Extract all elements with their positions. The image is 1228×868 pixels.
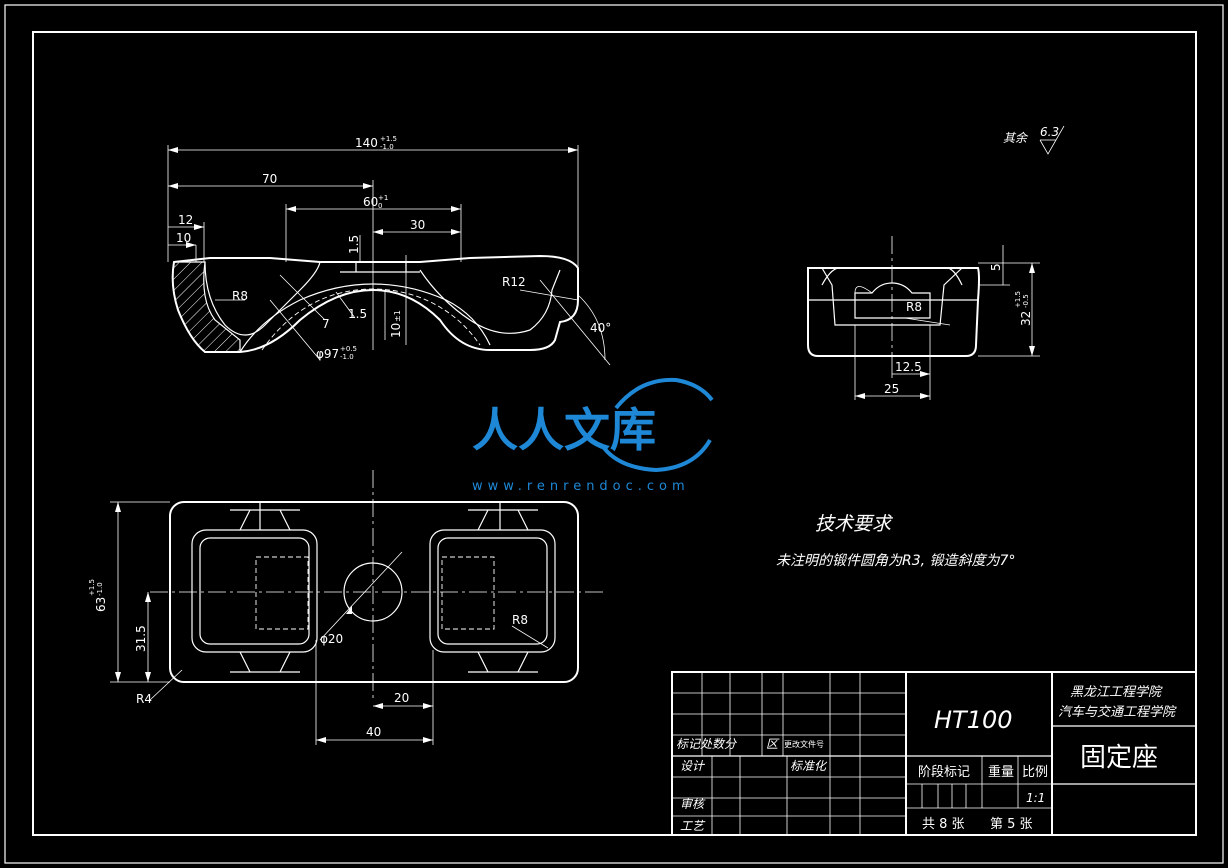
top-r4: R4 [136,692,152,706]
side-dim-32-tol-bot: -0.5 [1022,294,1030,308]
stage-mark-label: 阶段标记 [918,765,970,780]
row-mark-zone: 区 [766,737,780,751]
school-line2: 汽车与交通工程学院 [1058,704,1177,720]
top-dim-31-5: 31.5 [134,625,148,652]
dim-1-5-mid: 1.5 [348,307,367,321]
dim-60-tol-top: +1 [378,194,388,202]
dia-97-tol-top: +0.5 [340,345,357,353]
part-name: 固定座 [1080,743,1158,773]
tech-req-title: 技术要求 [815,513,894,535]
top-dim-20: 20 [394,691,409,705]
watermark: 人人文库 www.renrendoc.com [472,377,714,494]
sheet-count: 共 8 张 [922,817,965,832]
front-r8: R8 [232,289,248,303]
standard-label: 标准化 [790,759,828,773]
dim-10-vert-tol: ±1 [393,310,402,322]
top-r8: R8 [512,613,528,627]
scale-label: 比例 [1022,765,1048,780]
review-label: 审核 [680,797,706,811]
front-angle-40: 40° [590,321,611,335]
school-line1: 黑龙江工程学院 [1070,684,1163,700]
side-dim-32-tol-top: +1.5 [1014,291,1022,308]
dim-10: 10 [176,231,191,245]
top-view [110,470,605,745]
watermark-text: 人人文库 [472,403,656,457]
top-dim-63-tol-bot: -1.0 [96,582,104,596]
top-dia-20: φ20 [320,632,343,646]
dim-30: 30 [410,218,425,232]
inner-border [32,31,1197,836]
dia-97-tol-bot: -1.0 [340,353,354,361]
weight-label: 重量 [988,764,1014,780]
side-dim-12-5: 12.5 [895,360,922,374]
dim-1-5-top: 1.5 [347,235,361,254]
dim-10-vert: 10 [389,323,403,338]
dim-70: 70 [262,172,277,186]
dim-12: 12 [178,213,193,227]
side-view [807,236,1040,400]
material: HT100 [934,706,1013,734]
title-block [671,671,1197,836]
design-label: 设计 [680,759,706,773]
outer-border [4,4,1224,864]
sheet-number: 第 5 张 [990,817,1033,832]
dim-60: 60 [363,195,378,209]
dim-overall-tol-top: +1.5 [380,135,397,143]
dim-overall-tol-bot: -1.0 [380,143,394,151]
watermark-url: www.renrendoc.com [472,479,690,494]
dim-overall-140: 140 [355,136,378,150]
front-section-view [167,145,611,366]
top-dim-63-tol-top: +1.5 [88,579,96,596]
scale-value: 1:1 [1026,791,1045,805]
roughness-value: 6.3 [1040,125,1059,139]
tech-req-line1: 未注明的锻件圆角为R3, 锻造斜度为7° [776,553,1015,569]
side-dim-25: 25 [884,382,899,396]
row-mark-doc: 更改文件号 [784,739,824,749]
dia-97: φ97 [316,347,339,361]
side-dim-5: 5 [989,263,1003,271]
roughness-symbol: 其余 6.3 [1003,125,1065,155]
top-dim-40: 40 [366,725,381,739]
side-r8: R8 [906,300,922,314]
front-r12: R12 [502,275,526,289]
roughness-label: 其余 [1003,131,1029,145]
dim-7: 7 [322,317,330,331]
dim-60-tol-bot: 0 [378,202,382,210]
top-dim-63: 63 [94,597,108,612]
process-label: 工艺 [680,819,706,833]
row-mark: 标记处数分 [676,737,737,751]
side-dim-32: 32 [1019,311,1033,326]
